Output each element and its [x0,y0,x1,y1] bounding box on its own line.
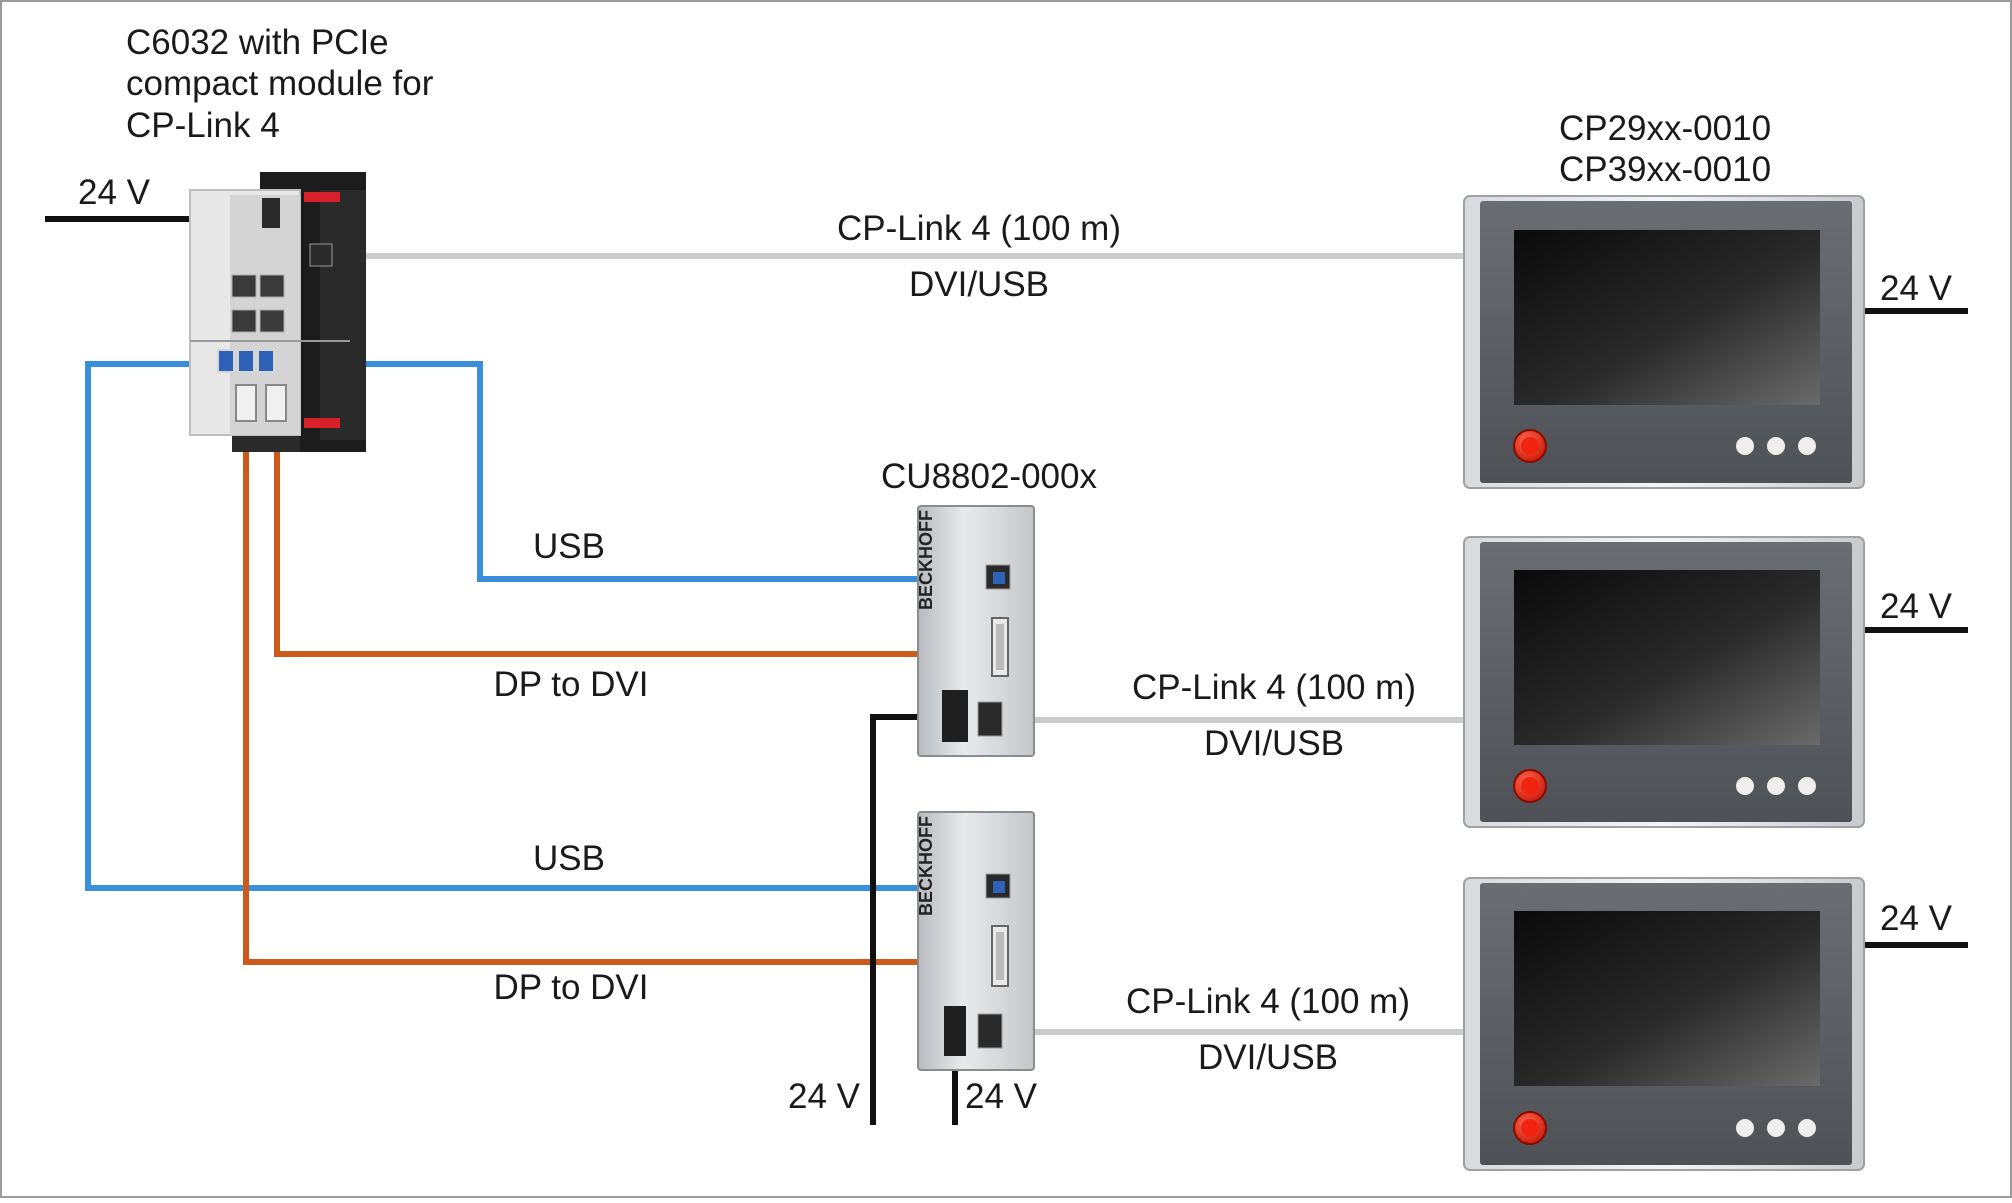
usb-label-2: USB [533,839,605,878]
usb-cable-2 [85,361,998,891]
extender-device-1: BECKHOFF [916,505,1035,757]
extender-device-2: BECKHOFF [916,811,1035,1071]
panel-device-1 [1463,195,1865,489]
controller-title: C6032 with PCIe compact module for CP-Li… [126,22,433,146]
panel-title-line-1: CP29xx-0010 [1558,109,1772,148]
dp-cable-2 [243,393,1000,965]
cplink-1-sublabel: DVI/USB [1203,724,1345,763]
panel-device-3 [1463,877,1865,1171]
extender-title: CU8802-000x [881,457,1097,496]
panel-2-power-label: 24 V [1880,587,1952,626]
panel-title: CP29xx-0010 CP39xx-0010 [1559,108,1771,191]
panel-title-line-2: CP39xx-0010 [1558,150,1772,190]
usb-label-1: USB [533,527,605,566]
controller-title-line-3: CP-Link 4 [126,105,280,145]
extender-1-brand: BECKHOFF [916,510,936,610]
panel-device-2 [1463,536,1865,828]
dp-cable-1 [274,393,1000,657]
cplink-top-sublabel: DVI/USB [908,265,1050,304]
cplink-1-label: CP-Link 4 (100 m) [1132,668,1416,707]
controller-device [189,172,366,452]
usb-cable-1 [253,361,998,582]
controller-title-line-2: compact module for [126,64,434,104]
cplink-2-sublabel: DVI/USB [1197,1038,1339,1077]
dp-label-2: DP to DVI [493,968,649,1007]
panel-1-power-label: 24 V [1880,269,1952,308]
controller-title-line-1: C6032 with PCIe [126,23,389,62]
extender-2-power-label: 24 V [965,1077,1037,1116]
cplink-top-label: CP-Link 4 (100 m) [837,209,1121,248]
dp-label-1: DP to DVI [493,665,649,704]
panel-3-power-label: 24 V [1880,899,1952,938]
controller-power-label: 24 V [78,173,150,212]
extender-1-power-label: 24 V [788,1077,860,1116]
extender-2-brand: BECKHOFF [916,816,936,916]
cplink-2-label: CP-Link 4 (100 m) [1126,982,1410,1021]
